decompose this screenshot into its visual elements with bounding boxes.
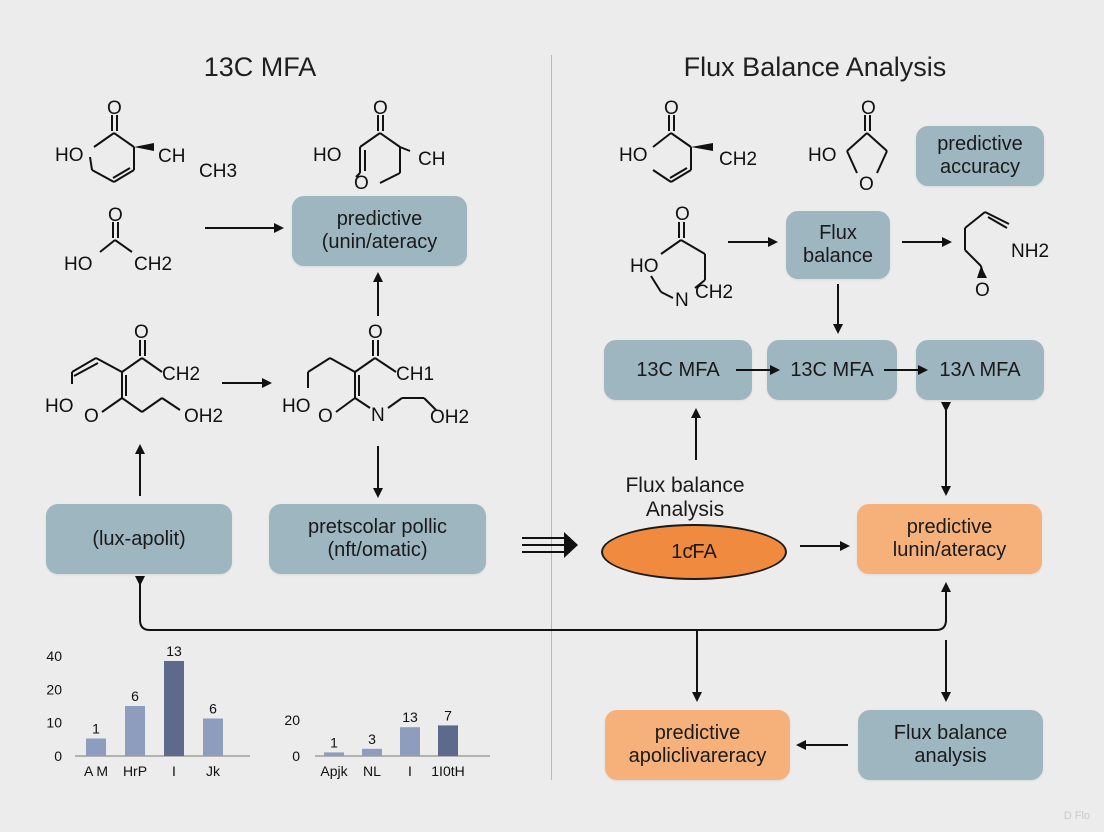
box-13c-mfa-3: 13Λ MFA — [916, 340, 1044, 400]
y-tick-label: 0 — [54, 748, 62, 764]
svg-text:O: O — [373, 98, 388, 119]
panel-divider — [551, 55, 552, 780]
box-13c-mfa-1: 13C MFA — [604, 340, 752, 400]
svg-text:HO: HO — [808, 145, 837, 166]
svg-text:O: O — [318, 406, 333, 427]
category-label: Apjk — [320, 763, 348, 779]
y-tick-label: 10 — [46, 715, 62, 731]
svg-text:N: N — [675, 290, 689, 311]
svg-text:O: O — [664, 98, 679, 119]
svg-text:HO: HO — [55, 145, 84, 166]
y-tick-label: 20 — [46, 681, 62, 697]
svg-text:CH2: CH2 — [134, 254, 172, 275]
bar-1I0tH — [438, 725, 458, 756]
category-label: I — [172, 763, 176, 779]
svg-text:O: O — [84, 406, 99, 427]
svg-text:NH2: NH2 — [1011, 241, 1049, 262]
svg-text:OH2: OH2 — [430, 407, 469, 428]
box-predictive-apolic: predictive apoliclivareracy — [605, 710, 790, 780]
bar-Apjk — [324, 752, 344, 756]
category-label: Jk — [206, 763, 221, 779]
left-panel-title: 13C MFA — [203, 52, 317, 82]
data-label: 1 — [92, 721, 100, 737]
triple-arrow-head — [564, 532, 578, 558]
svg-text:HO: HO — [64, 254, 93, 275]
watermark: D Flo — [1063, 810, 1090, 822]
molecule-left-4: O HO O CH2 OH2 — [45, 322, 223, 427]
bar-I — [400, 727, 420, 756]
svg-text:O: O — [861, 98, 876, 119]
box-predictive-left: predictive (unin/ateracy — [292, 196, 467, 266]
svg-text:OH2: OH2 — [184, 406, 223, 427]
svg-text:HO: HO — [45, 396, 74, 417]
category-label: A M — [84, 763, 108, 779]
box-predictive-accuracy: predictive accuracy — [916, 126, 1044, 186]
label-flux-balance-analysis: Flux balance Analysis — [625, 474, 745, 521]
bar-HrP — [125, 706, 145, 756]
box-13c-mfa-2: 13C MFA — [767, 340, 897, 400]
molecule-left-1: O HO CH CH3 — [55, 98, 237, 183]
svg-text:CH2: CH2 — [719, 149, 757, 170]
svg-text:O: O — [975, 280, 990, 301]
data-label: 6 — [209, 701, 217, 717]
molecule-right-2: O HO O — [808, 98, 888, 195]
box-predictive-lunin: predictive lunin/ateracy — [857, 504, 1042, 574]
bar-I — [164, 661, 184, 756]
y-tick-label: 0 — [292, 748, 300, 764]
molecule-right-1: O HO CH2 — [619, 98, 757, 183]
svg-text:O: O — [368, 322, 383, 343]
molecule-right-3: O HO N CH2 — [630, 204, 733, 311]
molecule-left-2: O HO CH2 — [64, 205, 172, 275]
svg-text:CH2: CH2 — [162, 364, 200, 385]
svg-text:HO: HO — [313, 145, 342, 166]
svg-text:O: O — [107, 98, 122, 119]
data-label: 3 — [368, 731, 376, 747]
molecule-left-3: O HO CH O — [313, 98, 445, 194]
svg-text:CH3: CH3 — [199, 161, 237, 182]
svg-text:HO: HO — [630, 256, 659, 277]
category-label: NL — [363, 763, 381, 779]
box-lux-apolit: (lux-apolit) — [46, 504, 232, 574]
svg-text:O: O — [859, 174, 874, 195]
molecule-left-5: O HO O N CH1 OH2 — [282, 322, 469, 428]
connector-bottom-loop — [135, 576, 951, 631]
svg-text:CH1: CH1 — [396, 364, 434, 385]
svg-text:O: O — [108, 205, 123, 226]
data-label: 13 — [166, 643, 182, 659]
y-tick-label: 40 — [46, 648, 62, 664]
svg-text:N: N — [371, 405, 385, 426]
svg-text:O: O — [354, 173, 369, 194]
bar-A M — [86, 738, 106, 756]
box-flux-balance: Flux balance — [786, 211, 890, 279]
svg-text:CH: CH — [418, 149, 445, 170]
bar-NL — [362, 748, 382, 756]
svg-text:O: O — [134, 322, 149, 343]
bar-Jk — [203, 718, 223, 756]
data-label: 7 — [444, 707, 452, 723]
svg-text:HO: HO — [282, 396, 311, 417]
svg-text:CH: CH — [158, 146, 185, 167]
category-label: I — [408, 763, 412, 779]
data-label: 6 — [131, 688, 139, 704]
category-label: 1I0tH — [431, 763, 464, 779]
data-label: 1 — [330, 734, 338, 750]
svg-text:O: O — [675, 204, 690, 225]
data-label: 13 — [402, 709, 418, 725]
y-tick-label: 20 — [284, 712, 300, 728]
right-panel-title: Flux Balance Analysis — [683, 52, 947, 82]
svg-text:HO: HO — [619, 145, 648, 166]
molecule-right-4: NH2 O — [964, 211, 1049, 301]
box-flux-balance-analysis: Flux balance analysis — [858, 710, 1043, 780]
svg-text:CH2: CH2 — [695, 282, 733, 303]
category-label: HrP — [123, 763, 147, 779]
box-pretscolar: pretscolar pollic (nft/omatic) — [269, 504, 486, 574]
